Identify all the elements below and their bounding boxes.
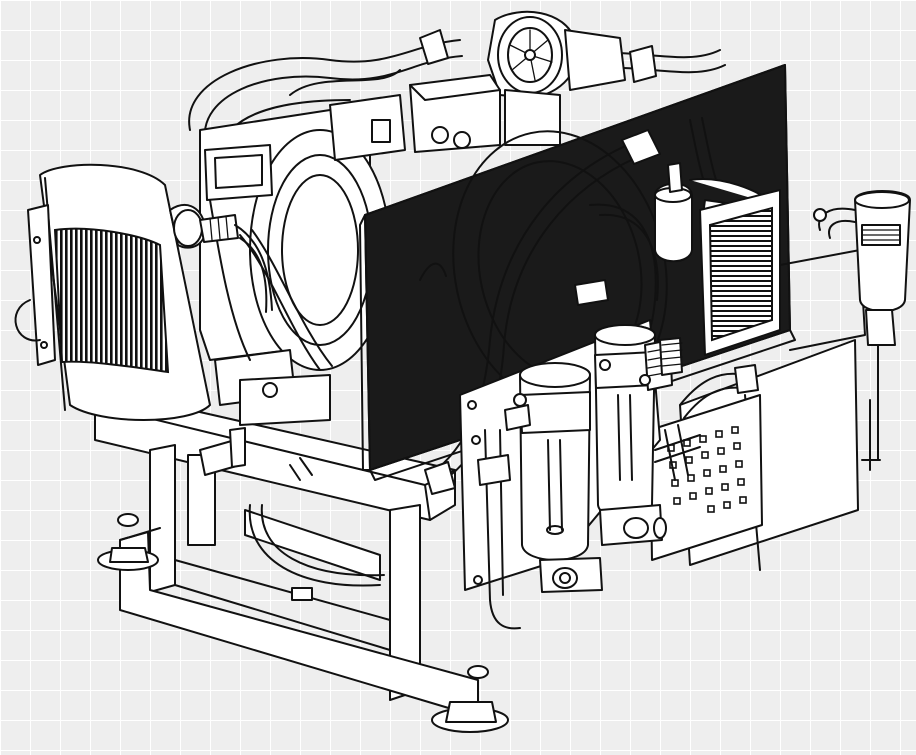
engine-block	[199, 74, 561, 426]
fuel-filter-left	[504, 362, 603, 593]
left-tank	[14, 163, 273, 421]
base-frame	[94, 394, 509, 733]
top-fan-pump	[487, 10, 626, 99]
right-filter	[813, 190, 911, 471]
mount-bracket	[199, 427, 313, 481]
top-hoses	[188, 29, 726, 151]
lower-hoses	[654, 364, 759, 481]
fuel-filter-right	[594, 324, 683, 546]
